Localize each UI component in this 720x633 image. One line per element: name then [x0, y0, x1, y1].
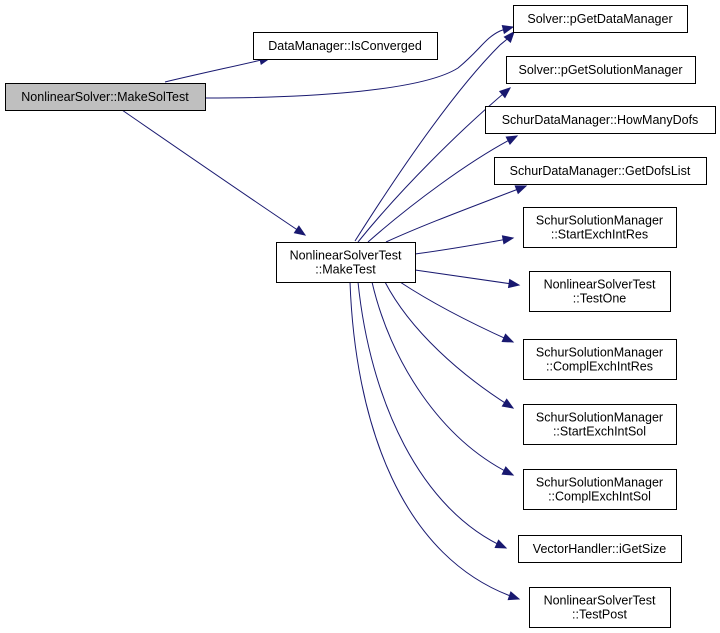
node-i-get-size[interactable]: VectorHandler::iGetSize — [518, 535, 682, 563]
node-label: VectorHandler::iGetSize — [533, 542, 666, 556]
node-label: SchurSolutionManager — [536, 476, 663, 490]
node-label: DataManager::IsConverged — [268, 39, 422, 53]
edge-line — [384, 281, 514, 409]
node-how-many-dofs[interactable]: SchurDataManager::HowManyDofs — [485, 106, 716, 134]
node-label: Solver::pGetDataManager — [527, 12, 672, 26]
node-box — [494, 157, 707, 185]
edge-make-test-to-i-get-size — [357, 281, 508, 549]
edge-make-sol-test-to-is-converged — [164, 55, 272, 83]
arrowhead-icon — [501, 24, 515, 35]
arrowhead-icon — [505, 135, 519, 146]
node-label: NonlinearSolver::MakeSolTest — [21, 90, 189, 104]
node-make-sol-test[interactable]: NonlinearSolver::MakeSolTest — [5, 83, 206, 111]
node-label: SchurDataManager::HowManyDofs — [502, 113, 699, 127]
edge-line — [385, 185, 527, 243]
node-label: SchurSolutionManager — [536, 346, 663, 360]
edge-make-sol-test-to-make-test — [121, 109, 307, 236]
node-label: NonlinearSolverTest — [544, 278, 656, 292]
edge-make-test-to-get-dofs-list — [385, 185, 528, 243]
node-make-test[interactable]: NonlinearSolverTest::MakeTest — [276, 242, 416, 283]
edge-make-test-to-p-get-data-manager — [354, 30, 515, 242]
node-label: ::StartExchIntRes — [551, 228, 648, 242]
arrowhead-icon — [501, 235, 515, 245]
node-label: ::MakeTest — [315, 263, 376, 277]
node-box — [529, 587, 671, 628]
edge-line — [367, 135, 518, 243]
node-label: ::ComplExchIntRes — [546, 360, 653, 374]
node-start-exch-int-res[interactable]: SchurSolutionManager::StartExchIntRes — [523, 207, 677, 248]
arrowhead-icon — [501, 398, 515, 409]
edge-line — [121, 109, 306, 236]
node-box — [523, 404, 677, 445]
node-box — [523, 207, 677, 248]
edge-line — [414, 269, 520, 286]
arrowhead-icon — [293, 225, 307, 236]
edge-make-sol-test-to-p-get-data-manager — [204, 24, 515, 99]
node-test-post[interactable]: NonlinearSolverTest::TestPost — [529, 587, 671, 628]
node-box — [506, 56, 696, 84]
node-compl-exch-int-res[interactable]: SchurSolutionManager::ComplExchIntRes — [523, 339, 677, 380]
edge-line — [357, 281, 507, 549]
node-box — [485, 106, 716, 134]
arrowhead-icon — [501, 466, 515, 476]
edge-make-test-to-test-post — [349, 281, 521, 601]
node-label: SchurSolutionManager — [536, 411, 663, 425]
edge-line — [357, 87, 511, 243]
node-box — [518, 535, 682, 563]
edge-make-test-to-compl-exch-int-res — [399, 281, 515, 343]
node-label: SchurSolutionManager — [536, 214, 663, 228]
edge-line — [354, 31, 515, 242]
node-label: NonlinearSolverTest — [290, 249, 402, 263]
edge-line — [349, 281, 520, 600]
arrowhead-icon — [514, 185, 528, 195]
node-box — [523, 469, 677, 510]
graph-nodes: NonlinearSolver::MakeSolTest DataManager:… — [5, 5, 716, 628]
edge-line — [371, 281, 514, 476]
arrowhead-icon — [503, 30, 515, 44]
node-label: Solver::pGetSolutionManager — [519, 63, 683, 77]
edge-make-test-to-compl-exch-int-sol — [371, 281, 515, 476]
edge-make-test-to-p-get-solution-manager — [357, 87, 512, 243]
edge-make-test-to-start-exch-int-res — [414, 235, 515, 255]
edge-make-test-to-test-one — [414, 269, 521, 289]
node-box — [5, 83, 206, 111]
edge-line — [164, 57, 271, 83]
edge-line — [399, 281, 514, 343]
arrowhead-icon — [507, 278, 521, 289]
call-edges — [121, 24, 528, 601]
node-box — [276, 242, 416, 283]
node-compl-exch-int-sol[interactable]: SchurSolutionManager::ComplExchIntSol — [523, 469, 677, 510]
arrowhead-icon — [501, 333, 515, 343]
edge-line — [414, 237, 514, 255]
node-label: ::TestOne — [573, 292, 627, 306]
node-box — [253, 32, 438, 60]
edge-make-test-to-how-many-dofs — [367, 135, 519, 243]
node-get-dofs-list[interactable]: SchurDataManager::GetDofsList — [494, 157, 707, 185]
node-box — [513, 5, 688, 33]
node-start-exch-int-sol[interactable]: SchurSolutionManager::StartExchIntSol — [523, 404, 677, 445]
node-is-converged[interactable]: DataManager::IsConverged — [253, 32, 438, 60]
node-p-get-solution-manager[interactable]: Solver::pGetSolutionManager — [506, 56, 696, 84]
arrowhead-icon — [507, 591, 521, 601]
node-label: ::StartExchIntSol — [553, 425, 646, 439]
node-label: NonlinearSolverTest — [544, 594, 656, 608]
node-box — [523, 339, 677, 380]
node-label: SchurDataManager::GetDofsList — [510, 164, 691, 178]
arrowhead-icon — [498, 87, 512, 99]
node-label: ::ComplExchIntSol — [548, 490, 651, 504]
edge-make-test-to-start-exch-int-sol — [384, 281, 515, 409]
arrowhead-icon — [494, 539, 508, 549]
node-p-get-data-manager[interactable]: Solver::pGetDataManager — [513, 5, 688, 33]
node-label: ::TestPost — [572, 608, 627, 622]
node-test-one[interactable]: NonlinearSolverTest::TestOne — [529, 271, 671, 312]
node-box — [529, 271, 671, 312]
